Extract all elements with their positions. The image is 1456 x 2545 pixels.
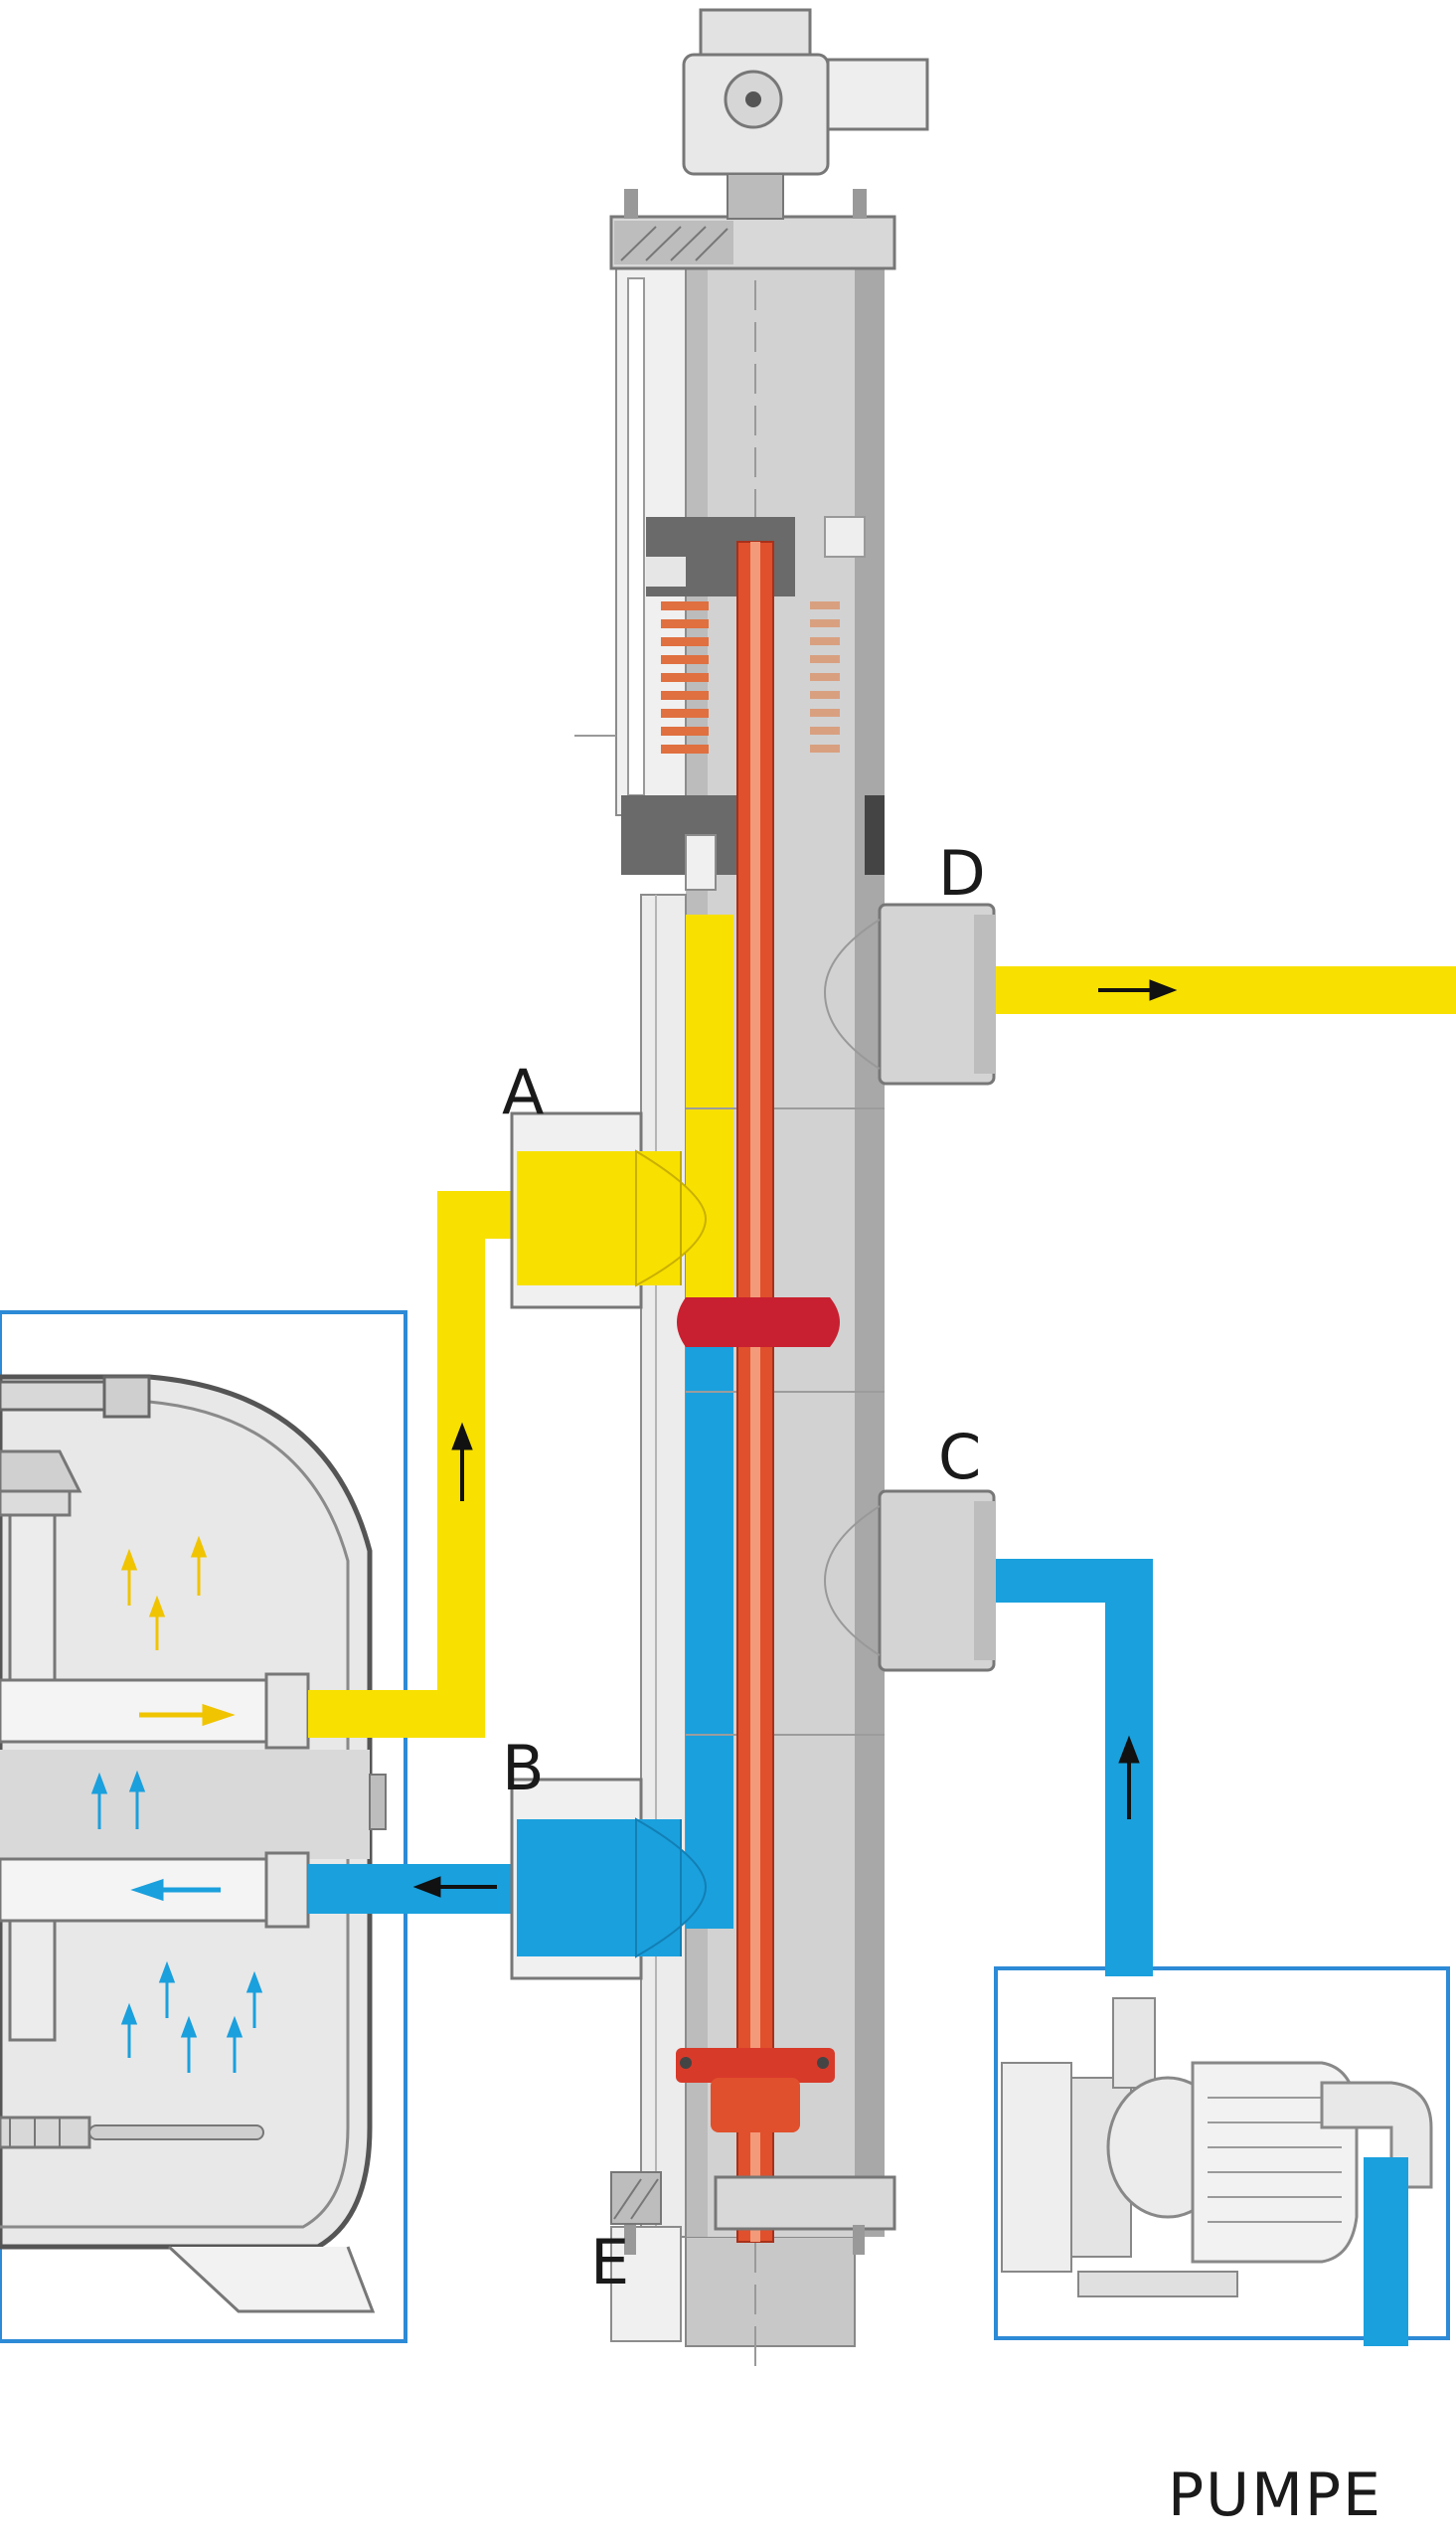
pipe-flow-arrows xyxy=(412,979,1178,1898)
unfiltered-chamber xyxy=(686,1332,733,1929)
piston-seal-upper xyxy=(677,1297,840,1347)
filter-stand xyxy=(167,2245,376,2313)
port-label-c: C xyxy=(938,1421,982,1493)
pump-motor-icon xyxy=(994,1966,1450,2340)
port-c-housing xyxy=(823,1489,996,1672)
port-label-b: B xyxy=(502,1732,545,1804)
port-label-d: D xyxy=(938,837,986,910)
port-label-a: A xyxy=(502,1056,545,1128)
return-spring xyxy=(661,601,709,754)
port-b-housing xyxy=(510,1778,708,1980)
piston-seal-lower xyxy=(676,2048,835,2083)
valve-body xyxy=(510,8,996,2366)
pump-label: PUMPE xyxy=(1168,2460,1382,2530)
filter-sand-bed xyxy=(0,1750,370,1859)
pump-frame xyxy=(994,1966,1450,2340)
port-a-housing xyxy=(510,1111,708,1309)
filtered-chamber xyxy=(686,915,733,1332)
filter-frame xyxy=(0,1310,407,2343)
bottom-flange xyxy=(714,2175,896,2231)
port-label-e: E xyxy=(590,2226,630,2298)
sand-filter-tank-icon xyxy=(0,1310,407,2343)
filter-flow-arrows xyxy=(90,1535,263,2073)
port-d-housing xyxy=(823,903,996,1086)
drive-motor-icon xyxy=(682,8,929,220)
